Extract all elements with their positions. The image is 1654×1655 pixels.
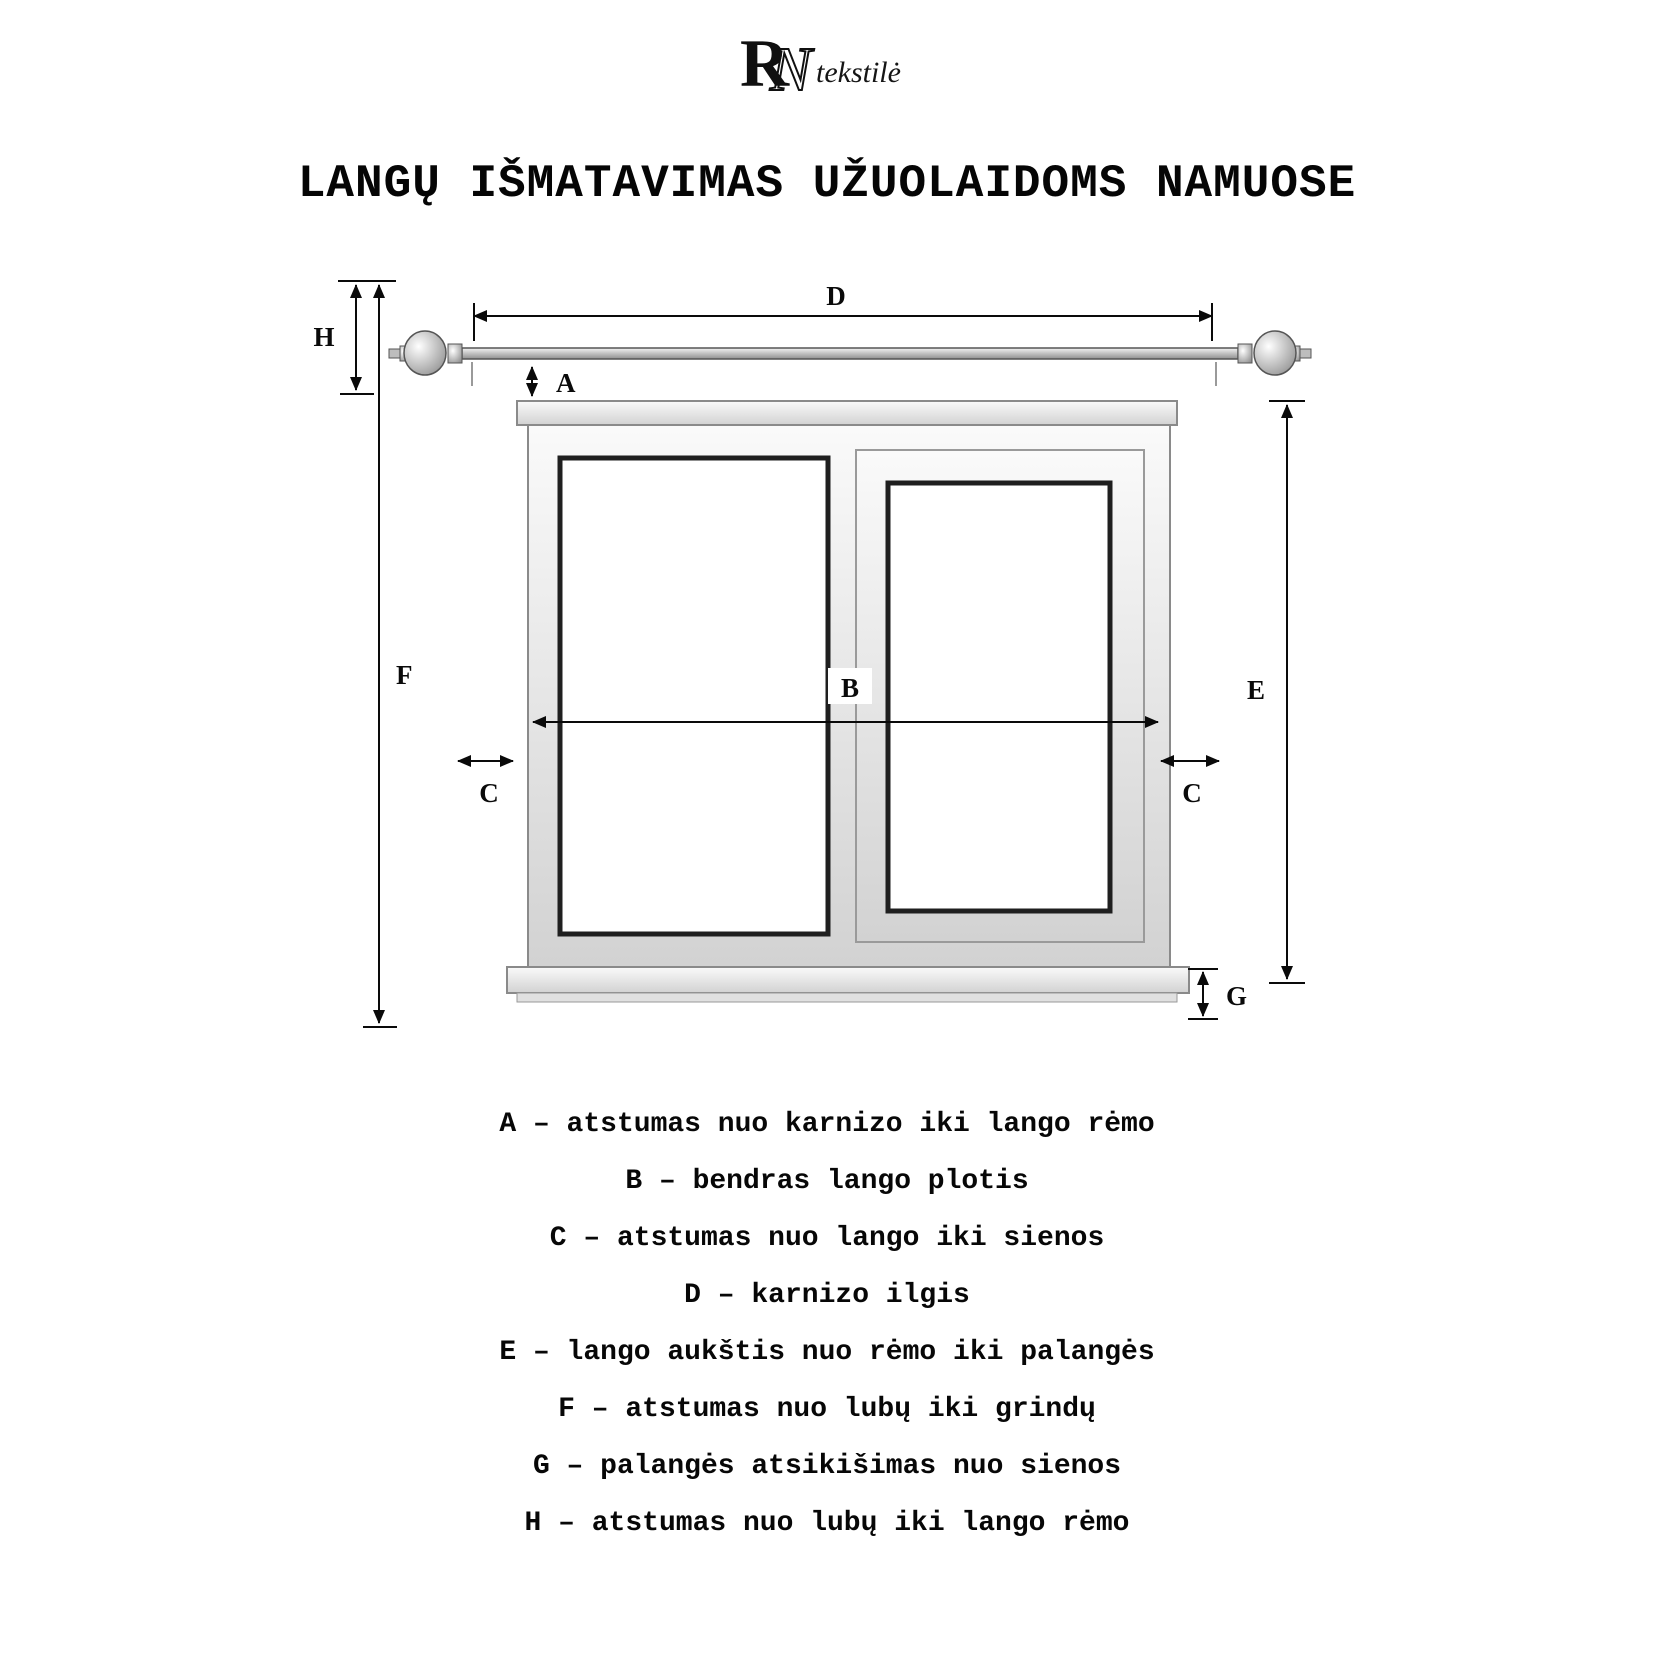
dimension-g: G (1188, 968, 1247, 1020)
dimension-label-b: B (841, 673, 859, 703)
page-title: LANGŲ IŠMATAVIMAS UŽUOLAIDOMS NAMUOSE (297, 158, 1357, 210)
dimension-f: F (363, 284, 413, 1028)
rod-finial-left (388, 330, 463, 376)
logo: R N tekstilė (712, 10, 942, 110)
dimension-label-f: F (396, 660, 413, 690)
logo-graphic: R N tekstilė (740, 25, 901, 105)
logo-monogram-r: R (740, 25, 790, 101)
legend-item-h: H – atstumas nuo lubų iki lango rėmo (524, 1508, 1130, 1539)
dimension-label-d: D (826, 281, 846, 311)
window-measurement-diagram: D H F A B C C E (313, 280, 1312, 1028)
dimension-label-g: G (1226, 981, 1247, 1011)
logo-wordmark: tekstilė (816, 56, 901, 89)
dimension-label-h: H (313, 322, 334, 352)
rod-finial-right (1237, 330, 1312, 376)
dimension-b: B (532, 668, 1159, 728)
dimension-c-left: C (457, 755, 514, 808)
dimension-h: H (313, 280, 396, 395)
dimension-d: D (473, 281, 1213, 341)
dimension-b-label-bg (828, 668, 872, 704)
window-sill (506, 966, 1190, 994)
window (506, 400, 1190, 1003)
window-lintel (516, 400, 1178, 426)
dimension-label-e: E (1247, 675, 1265, 705)
legend-item-c: C – atstumas nuo lango iki sienos (549, 1223, 1105, 1254)
logo-monogram-n: N (769, 36, 815, 104)
curtain-rod (388, 330, 1312, 386)
dimension-c-right: C (1160, 755, 1220, 808)
legend-item-e: E – lango aukštis nuo rėmo iki palangės (499, 1337, 1155, 1368)
rod-bar (461, 347, 1239, 360)
legend: A – atstumas nuo karnizo iki lango rėmo … (0, 1096, 1654, 1552)
dimension-label-a: A (556, 368, 576, 398)
window-left-pane (557, 455, 831, 937)
legend-item-f: F – atstumas nuo lubų iki grindų (558, 1394, 1096, 1425)
dimension-a: A (526, 366, 576, 398)
legend-item-d: D – karnizo ilgis (684, 1280, 970, 1311)
legend-item-a: A – atstumas nuo karnizo iki lango rėmo (499, 1109, 1155, 1140)
legend-item-g: G – palangės atsikišimas nuo sienos (532, 1451, 1122, 1482)
window-sill-edge (516, 992, 1178, 1003)
legend-item-b: B – bendras lango plotis (625, 1166, 1029, 1197)
dimension-label-c-left: C (479, 778, 499, 808)
dimension-label-c-right: C (1182, 778, 1202, 808)
dimension-e: E (1247, 400, 1305, 984)
window-right-pane (885, 480, 1113, 914)
